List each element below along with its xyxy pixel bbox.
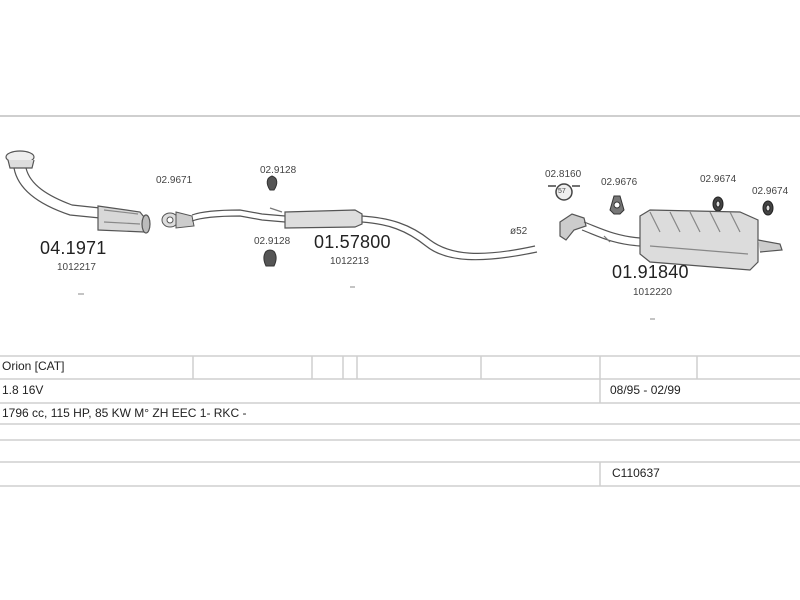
middle-part-number: 01.57800 [314,232,391,252]
middle-ref-number: 1012213 [330,256,369,267]
kit-code-cell: C110637 [612,466,660,480]
hanger-bottom-drawing [263,249,277,267]
clamp-size-label: 57 [558,188,566,195]
bracket-drawing [609,195,625,215]
hanger-top-drawing [266,175,278,191]
pipe-diameter-label: ø52 [510,226,528,237]
hanger-top-code: 02.9128 [260,165,297,176]
engine-cell: 1.8 16V [2,383,44,397]
rubber-b-code: 02.9674 [752,186,789,197]
middle-silencer-drawing [191,207,538,261]
model-cell: Orion [CAT] [2,359,65,373]
rear-silencer-drawing [559,209,783,271]
rubber-a-code: 02.9674 [700,174,737,185]
bracket-code: 02.9676 [601,177,638,188]
clamp-code: 02.8160 [545,169,582,180]
spec-table-grid [0,355,800,487]
hanger-bottom-code: 02.9128 [254,236,291,247]
years-cell: 08/95 - 02/99 [610,383,681,397]
rubber-a-drawing [712,196,724,212]
spec-cell: 1796 cc, 115 HP, 85 KW M° ZH EEC 1- RKC … [2,406,247,420]
rubber-b-drawing [762,200,774,216]
cat-ref-number: 1012217 [57,262,96,273]
gasket-drawing [161,211,195,229]
clamp-drawing [548,183,580,201]
cat-part-number: 04.1971 [40,238,107,258]
rear-ref-number: 1012220 [633,287,672,298]
rear-part-number: 01.91840 [612,262,689,282]
catalytic-converter-drawing [5,150,151,234]
gasket-code: 02.9671 [156,175,193,186]
